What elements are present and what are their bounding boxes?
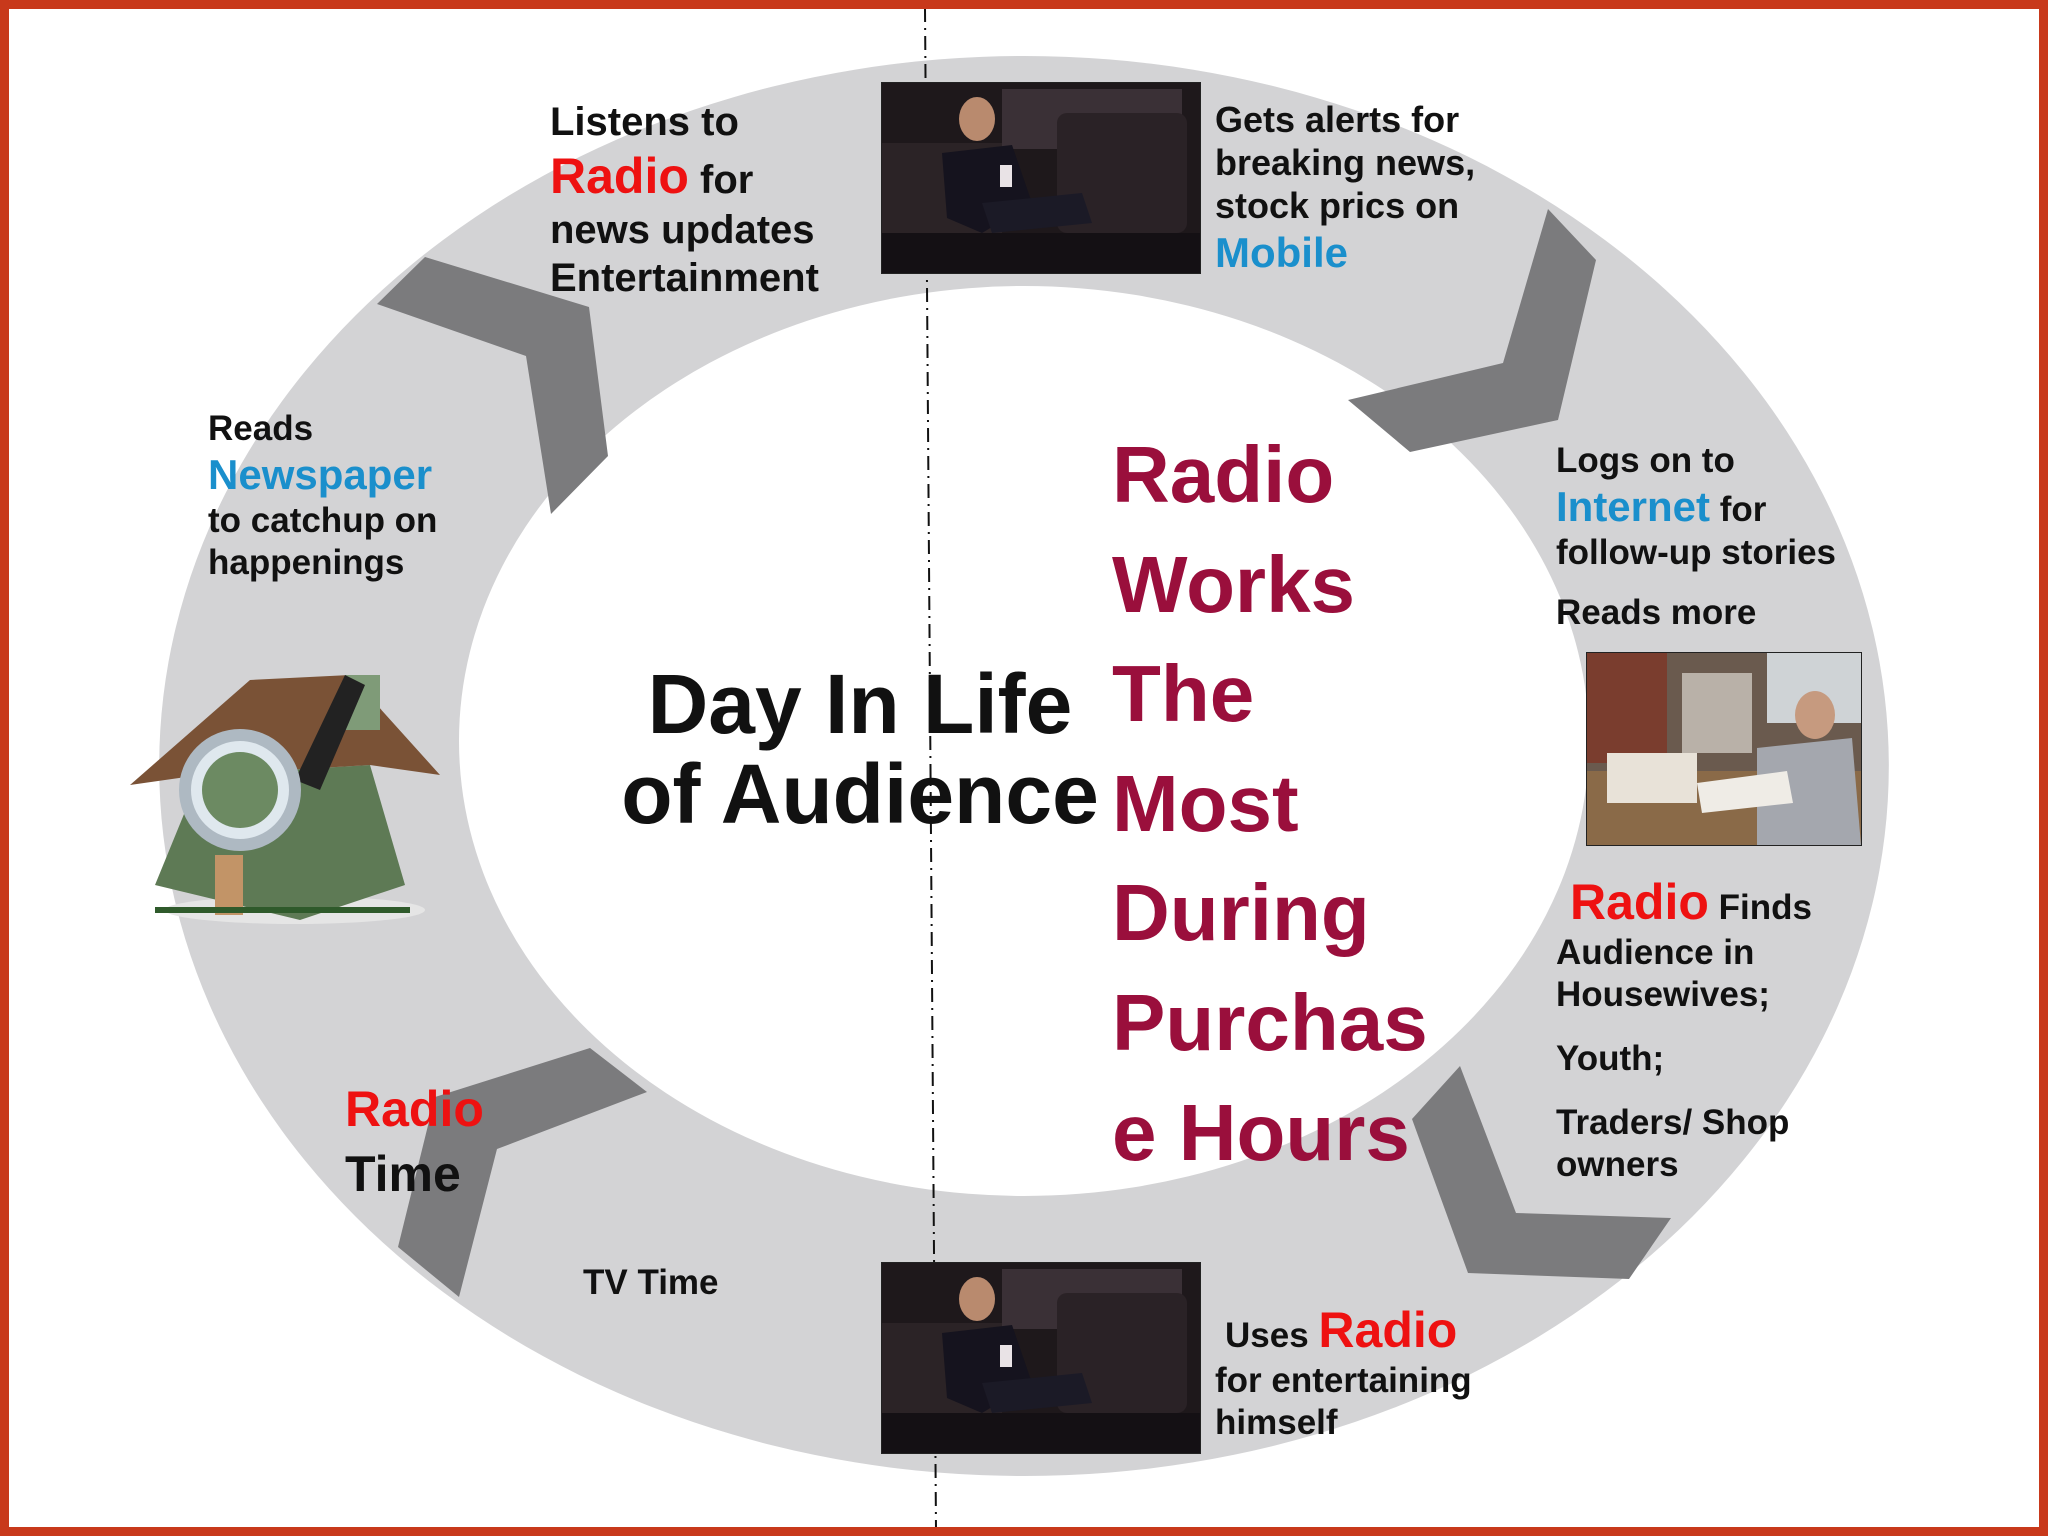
step-word: Finds: [1718, 888, 1812, 927]
step-line: Mobile: [1215, 228, 1348, 276]
step-word: Uses: [1225, 1316, 1309, 1355]
medium-radio: Radio: [550, 148, 689, 204]
headline-line-2: Works: [1112, 539, 1356, 629]
center-title-line-1: Day In Life: [647, 657, 1073, 751]
house-search-image: [120, 655, 450, 930]
step-line: news updates: [550, 208, 815, 252]
medium-internet: Internet: [1556, 483, 1711, 530]
cycle-arrow-bottom-right: [1412, 1066, 1671, 1279]
center-title-line-2: of Audience: [621, 746, 1099, 841]
car-passenger-icon: [882, 1263, 1200, 1453]
step-line: Housewives;: [1556, 975, 1770, 1014]
step-line: Logs on to: [1556, 441, 1735, 480]
step-line: follow-up stories: [1556, 533, 1836, 573]
step-line: owners: [1556, 1145, 1679, 1184]
step-word: for: [700, 158, 754, 202]
step-line: happenings: [208, 543, 405, 583]
step-line: Time: [345, 1146, 461, 1202]
step-line: Reads more: [1556, 593, 1757, 633]
cycle-arrow-left-upper: [377, 257, 608, 514]
car-passenger-photo-top: [881, 82, 1201, 274]
step-tv-time: TV Time: [583, 1263, 719, 1302]
headline-line-1: Radio: [1112, 430, 1335, 519]
headline-line-4: Most: [1112, 758, 1299, 848]
step-line: Youth;: [1556, 1039, 1665, 1078]
step-line: Gets alerts for: [1215, 99, 1460, 140]
headline-line-6: Purchas: [1112, 977, 1428, 1067]
step-line: to catchup on: [208, 501, 438, 541]
office-worker-icon: [1587, 653, 1861, 845]
step-line: breaking news,: [1215, 142, 1476, 184]
step-line: stock prics on: [1215, 185, 1460, 227]
step-line: for entertaining: [1215, 1361, 1472, 1400]
step-line: himself: [1215, 1403, 1338, 1442]
step-radio-news: Listens to Radio for news updates Entert…: [550, 98, 819, 302]
headline-line-7: e Hours: [1112, 1087, 1410, 1177]
step-line: Radio for: [550, 146, 819, 206]
headline-line-5: During: [1112, 868, 1370, 958]
medium-radio: Radio: [345, 1081, 484, 1137]
medium-radio: Radio: [1318, 1302, 1458, 1358]
medium-radio: Radio: [1570, 874, 1709, 930]
headline: Radio Works The Most During Purchas e Ho…: [1112, 420, 1428, 1187]
step-radio-time: Radio Time: [345, 1077, 484, 1207]
step-word: for: [1719, 490, 1767, 529]
center-title: Day In Life of Audience: [580, 657, 1140, 841]
car-passenger-photo-bottom: [881, 1262, 1201, 1454]
step-internet: Logs on to Internet for follow-up storie…: [1556, 440, 1836, 634]
headline-line-3: The: [1112, 649, 1255, 739]
house-magnifier-icon: [130, 675, 440, 924]
step-line: Uses Radio: [1215, 1300, 1472, 1360]
step-line: Reads: [208, 409, 314, 448]
step-mobile: Gets alerts for breaking news, stock pri…: [1215, 98, 1475, 278]
step-line: Newspaper: [208, 451, 433, 498]
cycle-arrow-top-right: [1348, 209, 1596, 452]
step-line: Radio Finds: [1556, 872, 1812, 932]
step-line: Traders/ Shop: [1556, 1103, 1790, 1142]
step-radio-entertain: Uses Radio for entertaining himself: [1215, 1300, 1472, 1444]
step-line: Listens to: [550, 100, 739, 144]
office-worker-photo: [1586, 652, 1862, 846]
car-passenger-icon: [882, 83, 1200, 273]
cycle-arrow-bottom-left: [398, 1048, 647, 1297]
step-radio-audience: Radio Finds Audience in Housewives; Yout…: [1556, 872, 1812, 1186]
step-line: Audience in: [1556, 933, 1755, 972]
step-line: Entertainment: [550, 256, 819, 300]
step-line: Internet for: [1556, 482, 1836, 532]
step-newspaper: Reads Newspaper to catchup on happenings: [208, 408, 437, 584]
